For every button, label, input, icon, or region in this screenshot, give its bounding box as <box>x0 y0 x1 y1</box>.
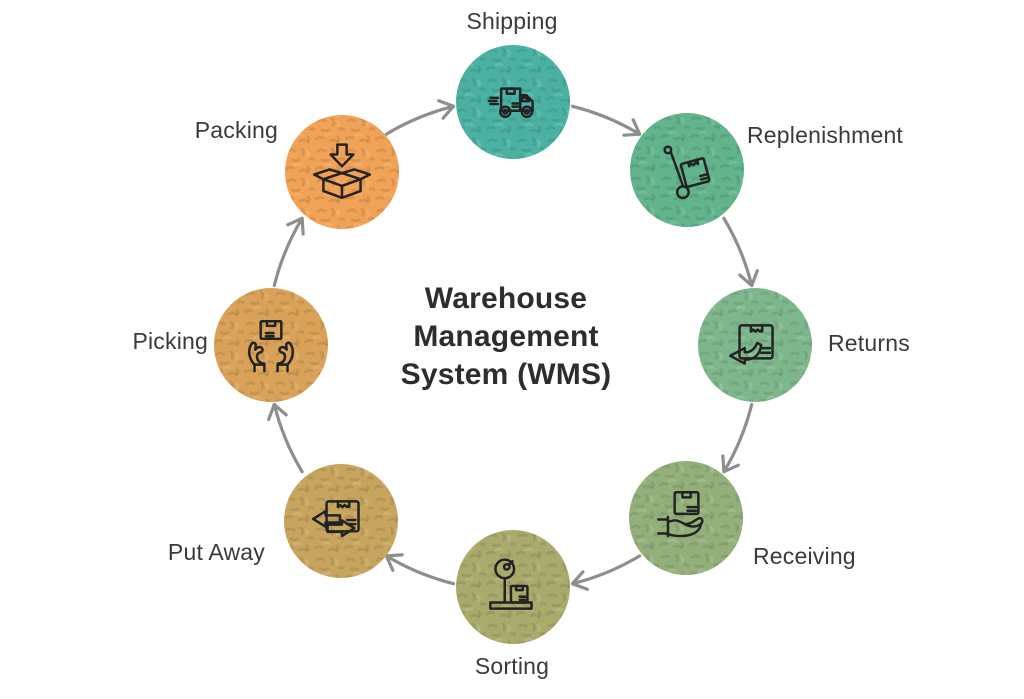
label-put-away: Put Away <box>167 539 265 565</box>
title-line-1: Warehouse <box>424 282 588 315</box>
label-picking: Picking <box>132 328 208 354</box>
arrow-replenishment-to-returns <box>722 216 759 288</box>
hands-holding-box-icon <box>247 320 295 373</box>
shipping-circle <box>456 45 570 159</box>
node-receiving <box>629 461 743 575</box>
packing-circle <box>285 115 399 229</box>
node-sorting <box>456 530 570 644</box>
node-replenishment <box>630 113 744 227</box>
swap-arrows-box-icon <box>311 500 360 538</box>
left-hand <box>247 341 266 373</box>
returns-circle <box>698 288 812 402</box>
title-line-3: System (WMS) <box>400 358 612 391</box>
node-picking <box>214 288 328 402</box>
sorting-circle <box>456 530 570 644</box>
label-receiving: Receiving <box>753 543 856 569</box>
diagram-title: Warehouse Management System (WMS) <box>356 280 656 394</box>
node-returns <box>698 288 812 402</box>
label-packing: Packing <box>194 117 278 143</box>
open-box-arrow-icon <box>312 143 372 200</box>
label-returns: Returns <box>828 330 910 356</box>
arrow-put-away-to-picking <box>267 402 304 474</box>
right-hand <box>276 341 295 373</box>
node-shipping <box>456 45 570 159</box>
title-line-2: Management <box>413 320 599 353</box>
label-sorting: Sorting <box>474 653 550 679</box>
put-away-circle <box>284 464 398 578</box>
hand-holding-box-icon <box>656 490 704 538</box>
label-replenishment: Replenishment <box>747 122 904 148</box>
delivery-truck-icon <box>487 87 534 119</box>
hand-truck-icon <box>663 145 711 200</box>
node-put-away <box>284 464 398 578</box>
return-box-icon <box>729 324 774 365</box>
picking-circle <box>214 288 328 402</box>
weighing-scale-icon <box>489 558 533 610</box>
receiving-circle <box>629 461 743 575</box>
label-shipping: Shipping <box>466 8 558 34</box>
node-packing <box>285 115 399 229</box>
replenishment-circle <box>630 113 744 227</box>
